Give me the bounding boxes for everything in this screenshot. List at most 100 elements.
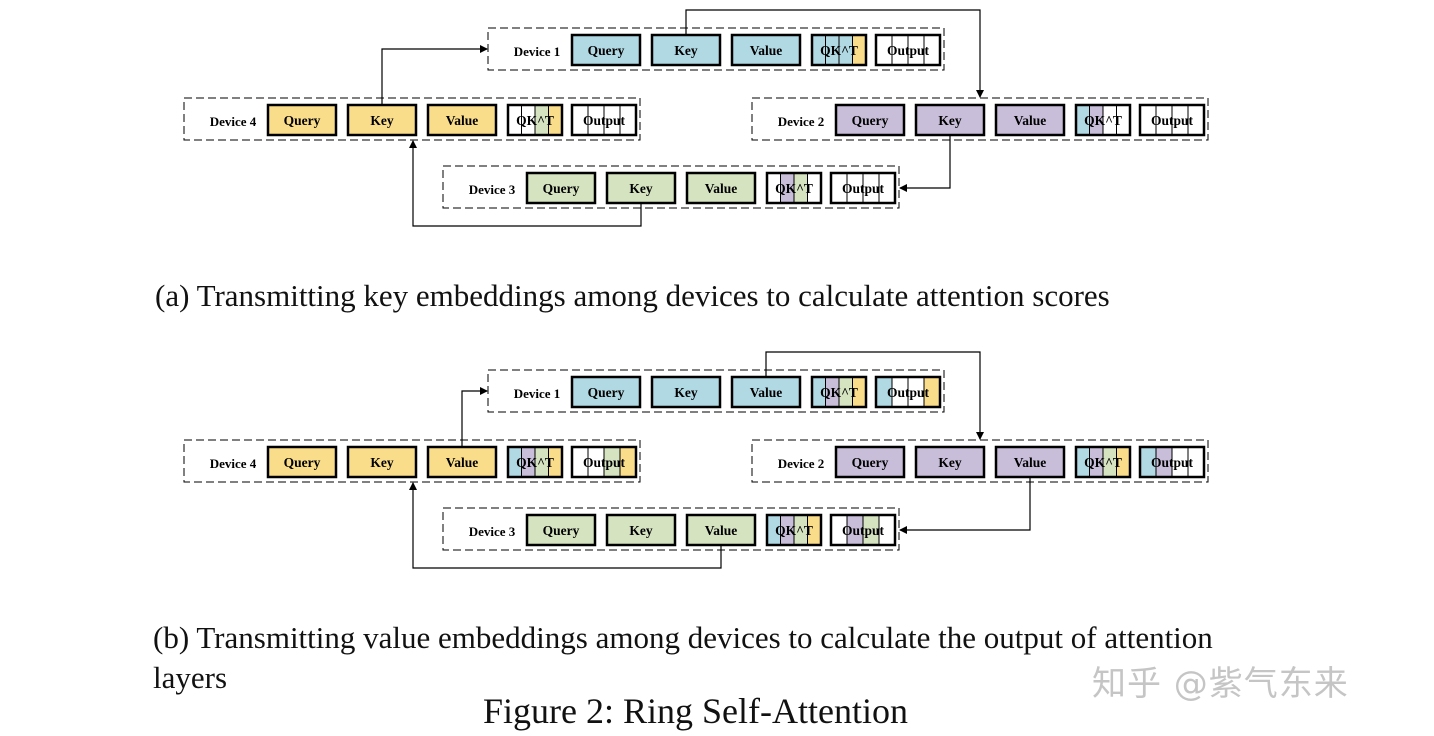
device-2-output-box bbox=[1138, 445, 1206, 479]
arrow-device4-to-device1 bbox=[381, 45, 488, 105]
caption-panel-b: (b) Transmitting value embeddings among … bbox=[153, 620, 1213, 695]
device-1-key-box bbox=[650, 375, 722, 409]
device-3-label: Device 3 bbox=[469, 524, 516, 539]
device-4-label: Device 4 bbox=[210, 114, 257, 129]
device-1-frame bbox=[487, 369, 945, 413]
device-4-key-box bbox=[346, 445, 418, 479]
device-4-value-box bbox=[426, 103, 498, 137]
caption-panel-a: (a) Transmitting key embeddings among de… bbox=[155, 278, 1110, 313]
device-2-qkt-box bbox=[1074, 445, 1132, 479]
device-2-frame bbox=[751, 439, 1209, 483]
device-1-key-label: Key bbox=[674, 43, 697, 58]
device-4-output-box bbox=[570, 103, 638, 137]
device-1-value-label: Value bbox=[750, 385, 783, 400]
device-2-key-box bbox=[914, 103, 986, 137]
device-4-qkt-label: QK^T bbox=[516, 455, 554, 470]
device-1-output-box bbox=[874, 375, 942, 409]
device-4-key-label: Key bbox=[370, 113, 393, 128]
device-4-key-box bbox=[346, 103, 418, 137]
device-4-label: Device 4 bbox=[210, 456, 257, 471]
device-4-value-label: Value bbox=[446, 113, 479, 128]
device-1-output-box bbox=[874, 33, 942, 67]
device-2-query-label: Query bbox=[852, 113, 889, 128]
device-3-key-box bbox=[605, 513, 677, 547]
device-1-output-label: Output bbox=[887, 43, 930, 58]
device-3-output-label: Output bbox=[842, 181, 885, 196]
device-3-frame bbox=[442, 507, 900, 551]
device-2-label: Device 2 bbox=[778, 114, 825, 129]
device-4-output-label: Output bbox=[583, 455, 626, 470]
device-2-qkt-box bbox=[1074, 103, 1132, 137]
device-2-value-label: Value bbox=[1014, 455, 1047, 470]
device-4-query-box bbox=[266, 103, 338, 137]
device-1-value-box bbox=[730, 375, 802, 409]
device-3-value-label: Value bbox=[705, 523, 738, 538]
device-2-label: Device 2 bbox=[778, 456, 825, 471]
device-2-output-label: Output bbox=[1151, 113, 1194, 128]
device-2-qkt-label: QK^T bbox=[1084, 113, 1122, 128]
device-2-output-label: Output bbox=[1151, 455, 1194, 470]
device-3-qkt-label: QK^T bbox=[775, 523, 813, 538]
device-2-value-label: Value bbox=[1014, 113, 1047, 128]
device-3-group: Device 3 Query Key Value QK^T Output bbox=[442, 507, 900, 551]
device-1-value-box bbox=[730, 33, 802, 67]
figure-title: Figure 2: Ring Self-Attention bbox=[483, 691, 908, 731]
device-3-group: Device 3 Query Key Value QK^T Output bbox=[442, 165, 900, 209]
device-3-query-label: Query bbox=[543, 181, 580, 196]
device-2-key-box bbox=[914, 445, 986, 479]
watermark: 知乎 @紫气东来 bbox=[1092, 664, 1349, 704]
device-1-query-label: Query bbox=[588, 385, 625, 400]
device-3-key-label: Key bbox=[629, 523, 652, 538]
device-3-key-label: Key bbox=[629, 181, 652, 196]
device-3-query-label: Query bbox=[543, 523, 580, 538]
device-1-qkt-box bbox=[810, 375, 868, 409]
device-4-value-box bbox=[426, 445, 498, 479]
device-4-group: Device 4 Query Key Value QK^T Output bbox=[183, 439, 641, 483]
device-1-query-label: Query bbox=[588, 43, 625, 58]
device-3-query-box bbox=[525, 171, 597, 205]
device-3-qkt-box bbox=[765, 513, 823, 547]
device-2-group: Device 2 Query Key Value QK^T Output bbox=[751, 97, 1209, 141]
device-1-query-box bbox=[570, 375, 642, 409]
device-3-value-label: Value bbox=[705, 181, 738, 196]
arrow-device2-to-device3 bbox=[899, 477, 1031, 534]
device-3-output-box bbox=[829, 171, 897, 205]
device-2-query-box bbox=[834, 445, 906, 479]
device-3-qkt-box bbox=[765, 171, 823, 205]
device-3-label: Device 3 bbox=[469, 182, 516, 197]
device-3-output-label: Output bbox=[842, 523, 885, 538]
device-1-query-box bbox=[570, 33, 642, 67]
device-3-query-box bbox=[525, 513, 597, 547]
device-2-value-box bbox=[994, 445, 1066, 479]
device-1-key-label: Key bbox=[674, 385, 697, 400]
device-3-qkt-label: QK^T bbox=[775, 181, 813, 196]
device-1-key-box bbox=[650, 33, 722, 67]
device-2-value-box bbox=[994, 103, 1066, 137]
device-4-qkt-box bbox=[506, 103, 564, 137]
device-4-value-label: Value bbox=[446, 455, 479, 470]
device-1-output-label: Output bbox=[887, 385, 930, 400]
device-4-query-label: Query bbox=[284, 455, 321, 470]
device-4-key-label: Key bbox=[370, 455, 393, 470]
device-2-key-label: Key bbox=[938, 113, 961, 128]
device-2-frame bbox=[751, 97, 1209, 141]
device-4-qkt-label: QK^T bbox=[516, 113, 554, 128]
arrow-device3-to-device4 bbox=[409, 140, 642, 227]
device-3-output-box bbox=[829, 513, 897, 547]
device-4-output-box bbox=[570, 445, 638, 479]
device-1-value-label: Value bbox=[750, 43, 783, 58]
arrow-device3-to-device4 bbox=[409, 482, 722, 569]
device-1-qkt-label: QK^T bbox=[820, 43, 858, 58]
arrow-device2-to-device3 bbox=[899, 135, 951, 192]
device-1-label: Device 1 bbox=[514, 386, 561, 401]
device-2-output-box bbox=[1138, 103, 1206, 137]
device-1-qkt-label: QK^T bbox=[820, 385, 858, 400]
device-4-query-label: Query bbox=[284, 113, 321, 128]
device-1-qkt-box bbox=[810, 33, 868, 67]
device-1-frame bbox=[487, 27, 945, 71]
arrow-device1-to-device2 bbox=[685, 9, 984, 98]
device-2-query-label: Query bbox=[852, 455, 889, 470]
device-2-key-label: Key bbox=[938, 455, 961, 470]
